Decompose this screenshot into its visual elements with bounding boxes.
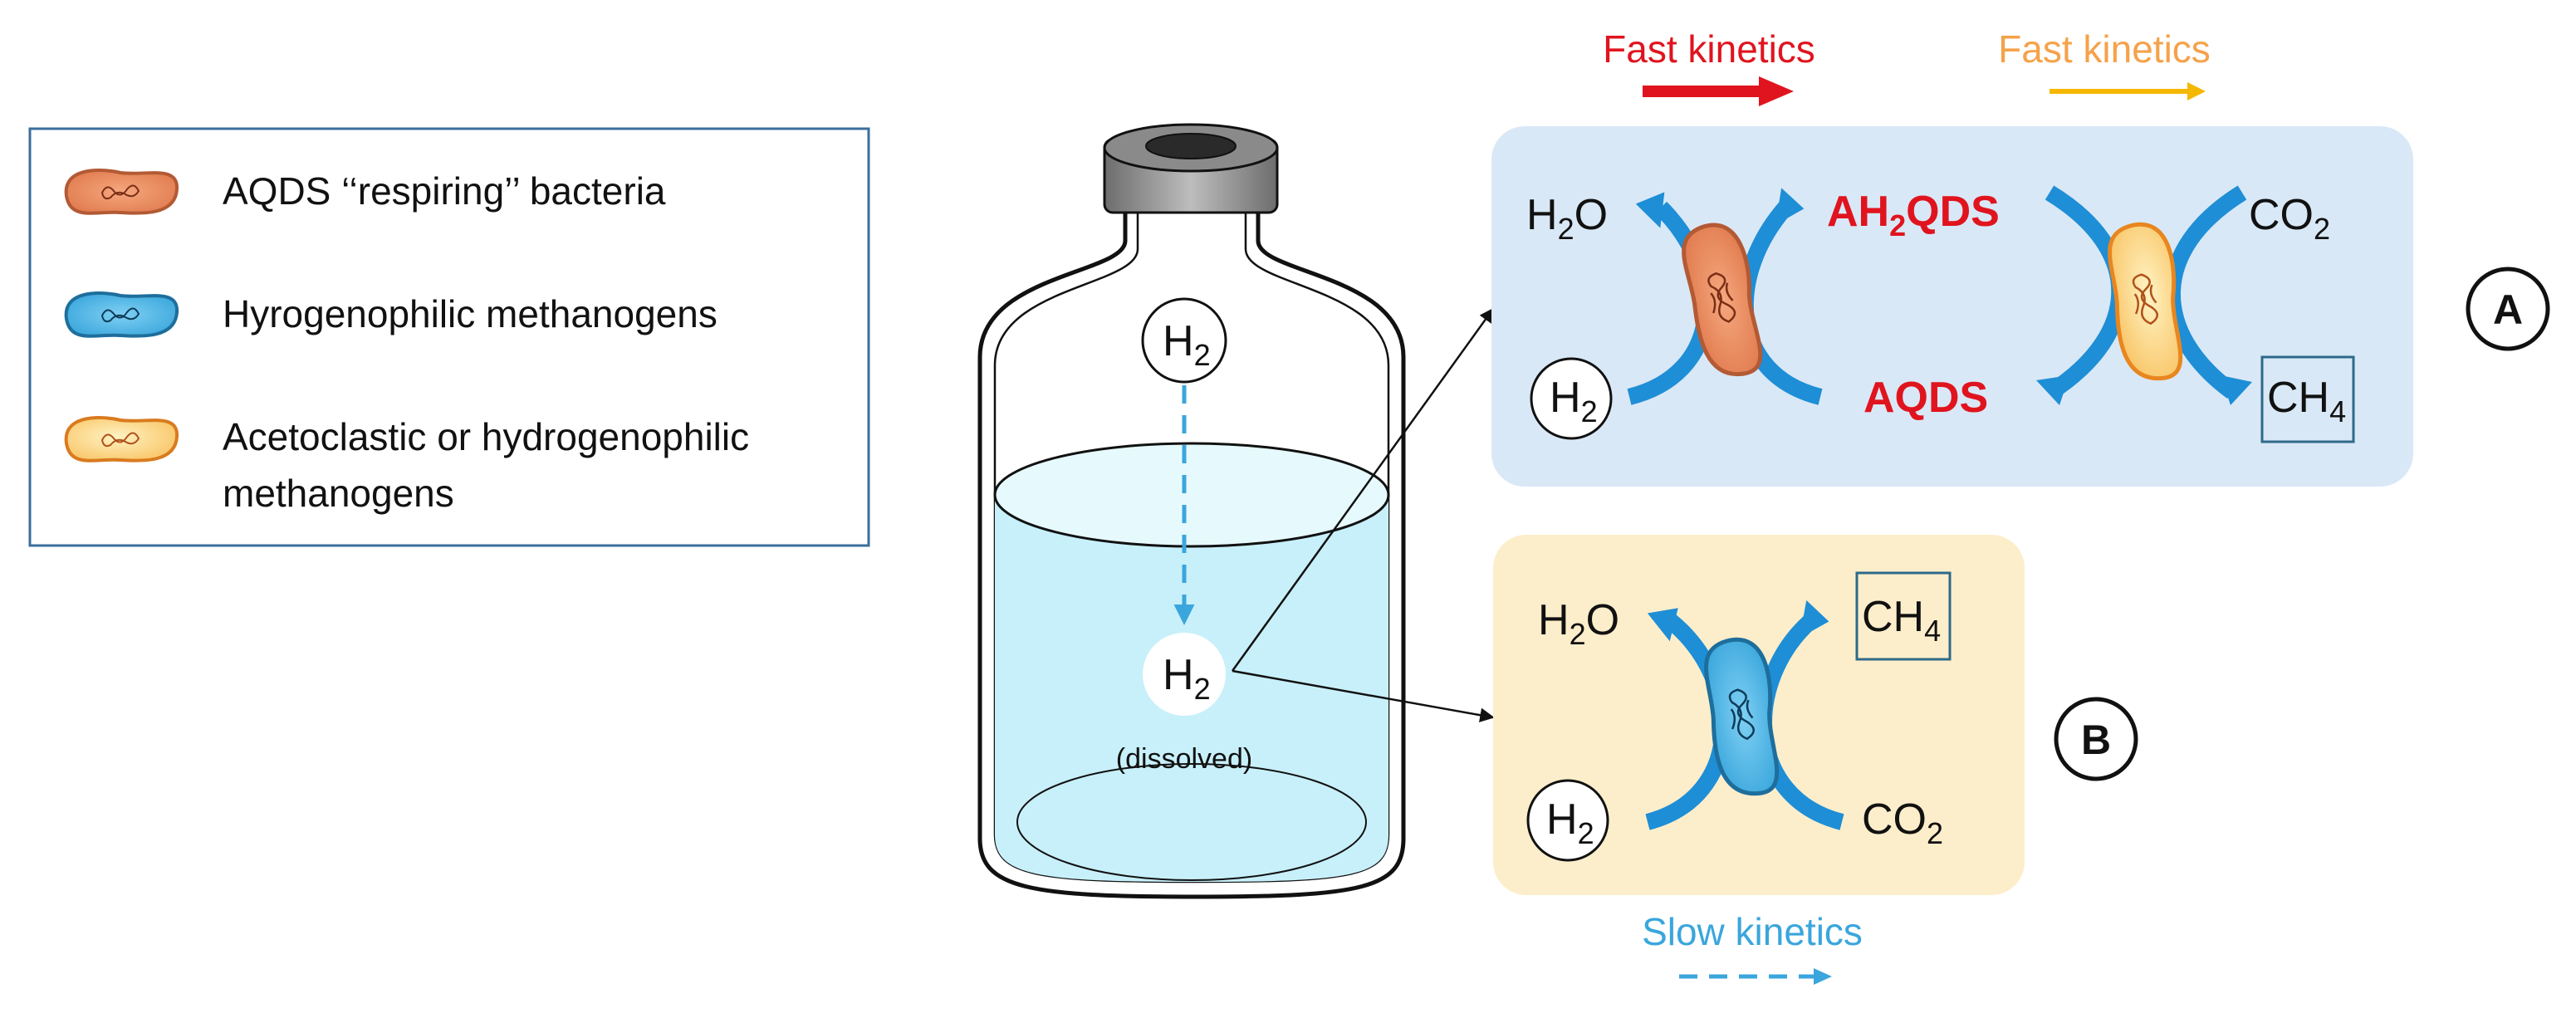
h2-gas-label: H2 — [1163, 317, 1211, 372]
fast-kinetics-arrow-1 — [1643, 76, 1794, 106]
orange-cell-icon — [64, 168, 179, 215]
liquid-surface — [993, 442, 1390, 548]
yellow-cell-icon — [64, 415, 179, 463]
panel-b-methanogen-reaction — [1645, 600, 1844, 830]
panel-a-h2: H2 — [1550, 374, 1598, 428]
legend-label-acetoclastic-1: Acetoclastic or hydrogenophilic — [223, 415, 749, 458]
panel-a-ch4: CH4 — [2267, 374, 2346, 428]
panel-a-ch4-box — [2260, 355, 2355, 443]
blue-cell-icon — [64, 291, 179, 338]
panel-a-ah2qds: AH2QDS — [1827, 188, 2000, 242]
panel-b-ch4-box — [1855, 571, 1952, 661]
panel-b-h2o: H2O — [1538, 596, 1619, 651]
h2-dissolved-circle — [1143, 633, 1226, 716]
panel-b-ch4: CH4 — [1862, 593, 1941, 648]
panel-a-h2o: H2O — [1526, 191, 1608, 246]
orange-cell-icon — [1682, 223, 1763, 377]
panel-b-marker-circle — [2054, 697, 2138, 781]
panel-b-h2-circle — [1526, 779, 1609, 862]
h2-dissolved-label: H2 — [1163, 651, 1211, 706]
panel-a-aqds: AQDS — [1863, 374, 1988, 422]
legend-label-acetoclastic-2: methanogens — [223, 472, 454, 515]
panel-a-bacteria-reaction — [1627, 188, 1823, 405]
panel-a-methanogen-reaction — [2036, 185, 2252, 405]
slow-kinetics-label: Slow kinetics — [1642, 910, 1863, 953]
fast-kinetics-label-1: Fast kinetics — [1603, 27, 1815, 71]
panel-a: H2O H2 AH2QDS AQDS CO2 CH4 A — [1491, 126, 2550, 487]
cap-opening — [1145, 133, 1237, 159]
connector-to-b — [1232, 669, 1495, 722]
legend-item-hydrogenophilic: Hyrogenophilic methanogens — [64, 291, 717, 338]
dissolved-note: (dissolved) — [1116, 743, 1252, 775]
connector-to-a — [1231, 307, 1495, 672]
fast-kinetics-arrow-2 — [2050, 82, 2206, 100]
legend-item-acetoclastic: Acetoclastic or hydrogenophilic methanog… — [64, 415, 749, 515]
panel-a-marker: A — [2493, 286, 2523, 333]
bottle-bottom — [1016, 763, 1367, 881]
legend: AQDS ‘‘respiring’’ bacteria Hyrogenophil… — [28, 127, 870, 547]
legend-label-aqds: AQDS ‘‘respiring’’ bacteria — [223, 169, 666, 213]
legend-label-hydrogenophilic: Hyrogenophilic methanogens — [223, 292, 717, 335]
h2-gas-circle — [1141, 297, 1227, 384]
legend-item-aqds-bacteria: AQDS ‘‘respiring’’ bacteria — [64, 168, 666, 215]
fast-kinetics-label-2: Fast kinetics — [1998, 27, 2211, 71]
panel-a-marker-circle — [2466, 267, 2550, 351]
panel-b: H2O H2 CH4 CO2 B — [1493, 535, 2138, 895]
panel-a-co2: CO2 — [2249, 191, 2330, 246]
serum-bottle: H2 H2 (dissolved) — [977, 123, 1406, 899]
panel-a-box — [1491, 126, 2413, 487]
panel-a-h2-circle — [1530, 357, 1613, 440]
panel-b-marker: B — [2081, 717, 2111, 763]
slow-kinetics-arrow — [1679, 968, 1832, 985]
panel-b-co2: CO2 — [1862, 795, 1943, 850]
blue-cell-icon — [1704, 637, 1780, 796]
yellow-cell-icon — [2108, 222, 2183, 381]
panel-b-h2: H2 — [1546, 795, 1594, 850]
